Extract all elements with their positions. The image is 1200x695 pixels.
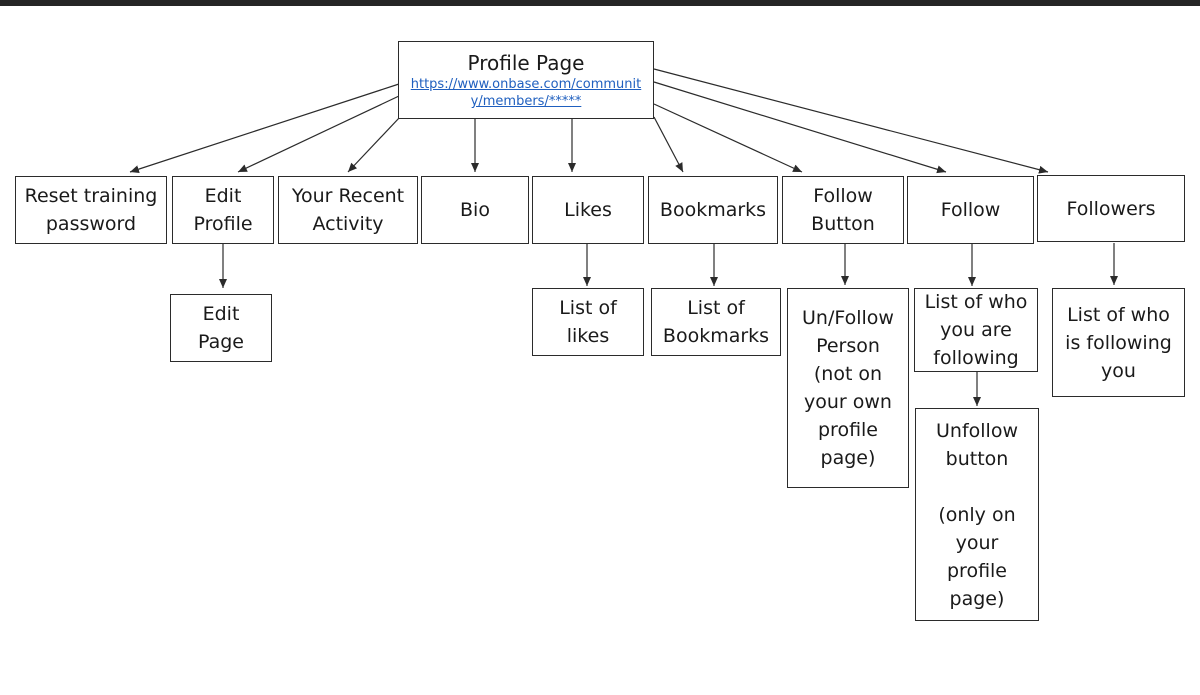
node-list-following: List of who you are following: [914, 288, 1038, 372]
profile-page-node: Profile Page https://www.onbase.com/comm…: [398, 41, 654, 119]
arrow-root-bookmarks: [653, 116, 684, 173]
arrow-root-followers: [653, 68, 1049, 174]
node-unfollow-button: Unfollow button (only on your profile pa…: [915, 408, 1039, 621]
arrow-root-reset: [129, 83, 400, 174]
node-recent-activity: Your Recent Activity: [278, 176, 418, 244]
node-bio: Bio: [421, 176, 529, 244]
node-list-followers: List of who is following you: [1052, 288, 1185, 397]
node-list-of-likes: List of likes: [532, 288, 644, 356]
node-follow: Follow: [907, 176, 1034, 244]
arrow-root-recent-activity: [347, 116, 401, 173]
profile-page-url: https://www.onbase.com/community/members…: [410, 77, 642, 109]
node-reset-training-password: Reset training password: [15, 176, 167, 244]
profile-page-title: Profile Page: [467, 51, 585, 75]
node-edit-profile: Edit Profile: [172, 176, 274, 244]
node-likes: Likes: [532, 176, 644, 244]
node-unfollow-person: Un/Follow Person (not on your own profil…: [787, 288, 909, 488]
node-bookmarks: Bookmarks: [648, 176, 778, 244]
node-followers: Followers: [1037, 175, 1185, 242]
node-edit-page: Edit Page: [170, 294, 272, 362]
top-bar: [0, 0, 1200, 6]
arrow-root-follow: [653, 81, 947, 174]
arrow-root-edit-profile: [237, 95, 400, 173]
node-follow-button: Follow Button: [782, 176, 904, 244]
node-list-of-bookmarks: List of Bookmarks: [651, 288, 781, 356]
arrow-root-follow-button: [653, 103, 803, 173]
